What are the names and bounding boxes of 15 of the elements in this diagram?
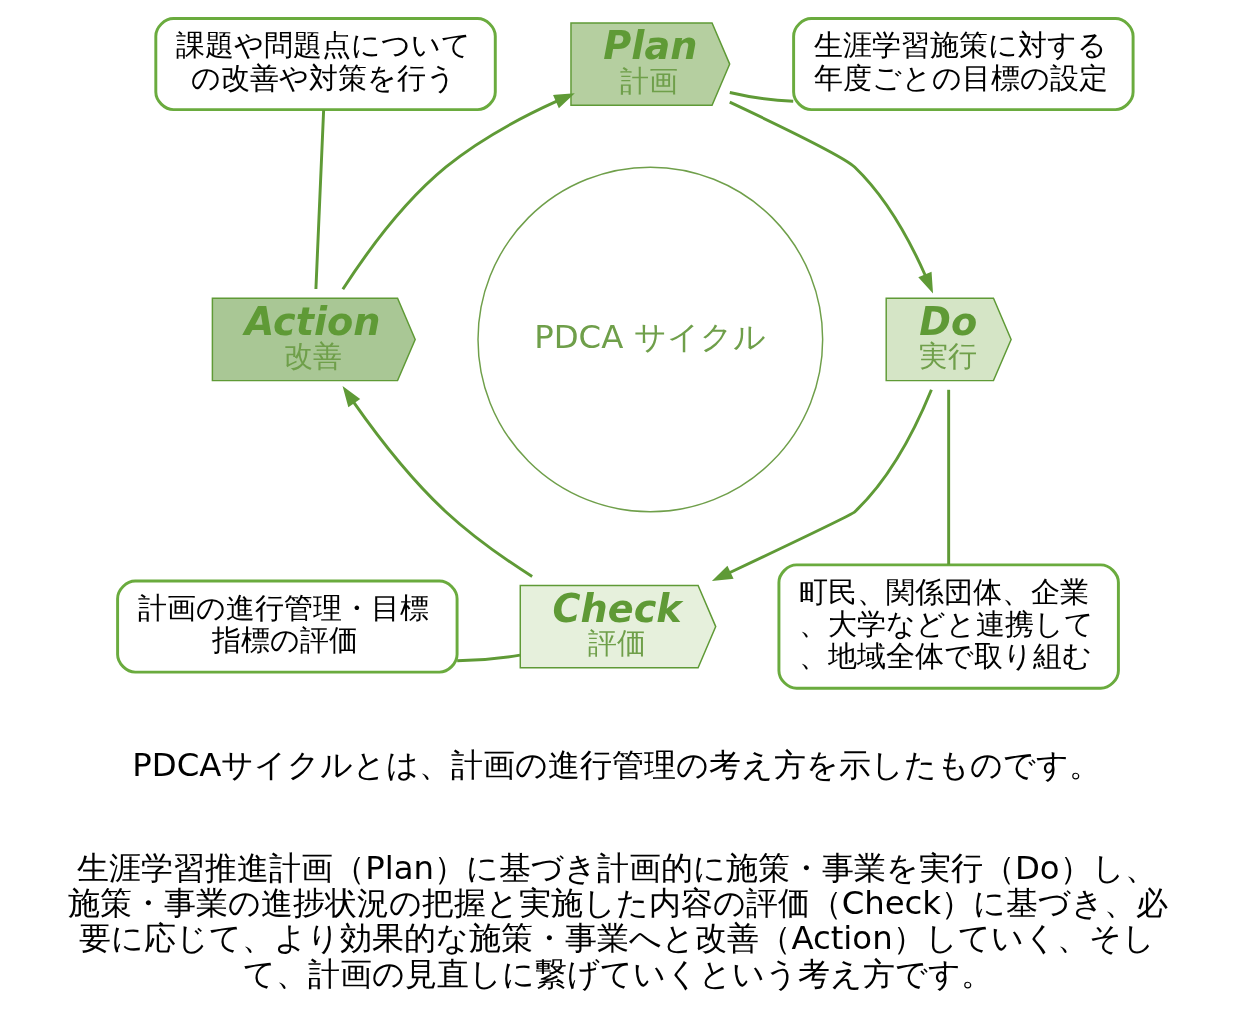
node-box: 計画の進行管理・目標指標の評価 — [115, 579, 459, 674]
node-box: 生涯学習施策に対する年度ごとの目標の設定 — [791, 17, 1135, 112]
arrow — [711, 389, 933, 582]
connector — [946, 389, 950, 565]
node-box: 町民、関係団体、企業、大学などと連携して、地域全体で取り組む — [776, 563, 1120, 690]
arrow — [342, 386, 533, 578]
arrow — [728, 100, 933, 294]
connector — [313, 109, 325, 290]
node-circle: PDCA サイクル — [476, 166, 823, 513]
connector — [456, 653, 520, 663]
label: 生涯学習推進計画（Plan）に基づき計画的に施策・事業を実行（Do）し、施策・事業の進捗状況の把握と実施した内容の評価（Check）に基づき、必要に応じて、より効果的な施策・事業へと改善（Action）していく、そして、計画の見直しに繋げていくという考え方です。 — [67, 848, 1168, 993]
arrow — [341, 93, 575, 291]
node-box: 課題や問題点についての改善や対策を行う — [153, 17, 497, 112]
connector — [729, 91, 793, 103]
label: PDCAサイクルとは、計画の進行管理の考え方を示したものです。 — [131, 745, 1101, 784]
